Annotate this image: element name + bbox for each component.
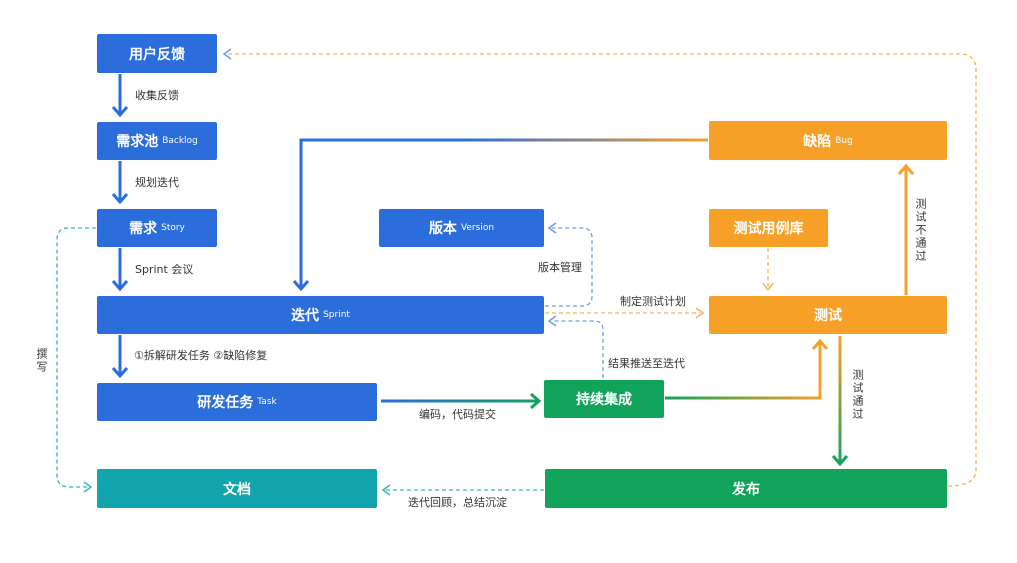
label-plan-iteration: 规划迭代 bbox=[135, 176, 179, 189]
label-test-fail: 测试不通过 bbox=[914, 198, 927, 263]
node-task-sub: Task bbox=[257, 397, 277, 407]
label-write: 撰写 bbox=[35, 348, 48, 374]
arrow-bug-to-sprint-head bbox=[292, 280, 310, 292]
label-test-pass: 测试通过 bbox=[851, 369, 864, 421]
label-retrospective: 迭代回顾，总结沉淀 bbox=[408, 496, 507, 509]
arrow-backlog-to-story bbox=[111, 161, 129, 205]
node-testcases: 测试用例库 bbox=[709, 209, 828, 247]
node-docs: 文档 bbox=[97, 469, 377, 508]
node-backlog-sub: Backlog bbox=[162, 136, 198, 146]
node-story-title: 需求 bbox=[129, 221, 158, 237]
node-user-feedback-title: 用户反馈 bbox=[129, 46, 185, 63]
label-push-result: 结果推送至迭代 bbox=[608, 357, 685, 370]
arrow-task-to-ci-head bbox=[530, 392, 542, 410]
label-sprint-meeting: Sprint 会议 bbox=[135, 263, 194, 276]
label-test-plan: 制定测试计划 bbox=[620, 295, 686, 308]
label-version-mgmt: 版本管理 bbox=[538, 261, 582, 274]
arrow-test-to-release-head bbox=[831, 455, 849, 467]
dashed-arrow-release-to-feedback-head bbox=[222, 48, 232, 60]
arrow-test-to-bug bbox=[897, 163, 915, 295]
node-ci-title: 持续集成 bbox=[576, 392, 632, 408]
node-docs-title: 文档 bbox=[223, 481, 251, 498]
node-ci: 持续集成 bbox=[544, 380, 664, 418]
node-release-title: 发布 bbox=[732, 481, 760, 498]
dashed-arrow-ci-to-sprint-head bbox=[547, 315, 557, 327]
node-backlog-title: 需求池 bbox=[116, 134, 159, 150]
arrow-story-to-sprint bbox=[111, 248, 129, 292]
arrow-bug-to-sprint bbox=[299, 138, 708, 288]
node-testcases-title: 测试用例库 bbox=[733, 221, 804, 237]
dashed-arrow-release-to-feedback bbox=[226, 53, 977, 487]
dashed-arrow-story-to-docs-head bbox=[83, 481, 93, 493]
dashed-arrow-release-to-docs-head bbox=[381, 484, 391, 496]
arrow-ci-to-test bbox=[665, 342, 822, 400]
node-version-sub: Version bbox=[460, 223, 495, 233]
node-release: 发布 bbox=[545, 469, 947, 508]
node-sprint-title: 迭代 bbox=[291, 308, 320, 324]
node-test: 测试 bbox=[709, 296, 947, 334]
node-bug-sub: Bug bbox=[835, 135, 853, 146]
node-test-title: 测试 bbox=[814, 308, 842, 324]
node-version-title: 版本 bbox=[428, 221, 457, 237]
dashed-arrow-sprint-to-test-head bbox=[695, 307, 705, 319]
dashed-arrow-ci-to-sprint bbox=[552, 320, 604, 378]
dashed-arrow-testcases-to-test-head bbox=[762, 282, 774, 292]
node-story-sub: Story bbox=[161, 223, 185, 233]
node-bug-title: 缺陷 bbox=[803, 133, 832, 150]
label-coding: 编码，代码提交 bbox=[419, 408, 496, 421]
label-collect-feedback: 收集反馈 bbox=[135, 89, 179, 102]
arrow-feedback-to-backlog bbox=[111, 74, 129, 118]
label-split-tasks: ①拆解研发任务 ②缺陷修复 bbox=[134, 349, 268, 362]
arrow-ci-to-test-head bbox=[811, 338, 829, 350]
node-user-feedback: 用户反馈 bbox=[97, 34, 217, 73]
arrow-sprint-to-task bbox=[111, 335, 129, 379]
dashed-arrow-sprint-to-version-head bbox=[547, 222, 557, 234]
dashed-arrow-story-to-docs bbox=[56, 227, 96, 488]
node-task-title: 研发任务 bbox=[197, 395, 254, 411]
node-sprint-sub: Sprint bbox=[323, 310, 350, 320]
